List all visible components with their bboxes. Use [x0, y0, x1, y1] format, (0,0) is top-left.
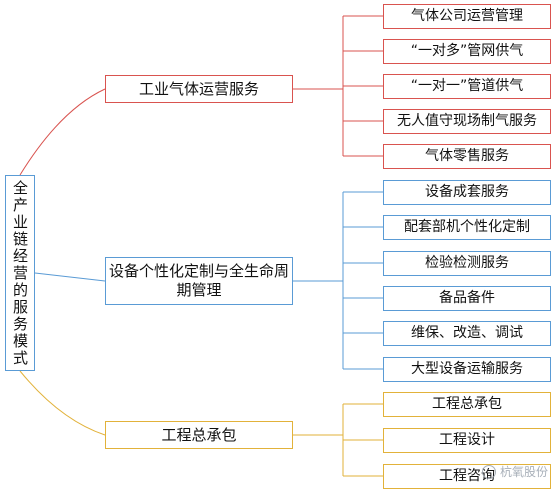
- watermark: 杭氧股份: [481, 463, 548, 480]
- leaf-equipment-package: 设备成套服务: [383, 180, 551, 205]
- leaf-gas-retail: 气体零售服务: [383, 144, 551, 169]
- leaf-one-to-one-pipeline: “一对一”管道供气: [383, 74, 551, 99]
- leaf-unmanned-onsite-gas: 无人值守现场制气服务: [383, 109, 551, 134]
- branch-engineering-contracting: 工程总承包: [105, 421, 293, 449]
- branch-equipment-customization: 设备个性化定制与全生命周期管理: [105, 257, 293, 305]
- root-node: 全产业链经营的服务模式: [5, 175, 35, 371]
- leaf-one-to-many-pipeline: “一对多”管网供气: [383, 39, 551, 64]
- leaf-spare-parts: 备品备件: [383, 286, 551, 311]
- leaf-engineering-consulting: 工程咨询: [383, 464, 551, 489]
- leaf-gas-company-operation: 气体公司运营管理: [383, 4, 551, 29]
- watermark-text: 杭氧股份: [499, 465, 548, 479]
- leaf-inspection-testing: 检验检测服务: [383, 251, 551, 276]
- branch-industrial-gas-operation: 工业气体运营服务: [105, 75, 293, 103]
- leaf-component-customization: 配套部机个性化定制: [383, 215, 551, 240]
- watermark-logo-icon: [481, 464, 496, 479]
- leaf-maintenance-retrofit: 维保、改造、调试: [383, 321, 551, 346]
- leaf-engineering-design: 工程设计: [383, 428, 551, 453]
- leaf-large-equipment-transport: 大型设备运输服务: [383, 357, 551, 382]
- leaf-general-contracting: 工程总承包: [383, 392, 551, 417]
